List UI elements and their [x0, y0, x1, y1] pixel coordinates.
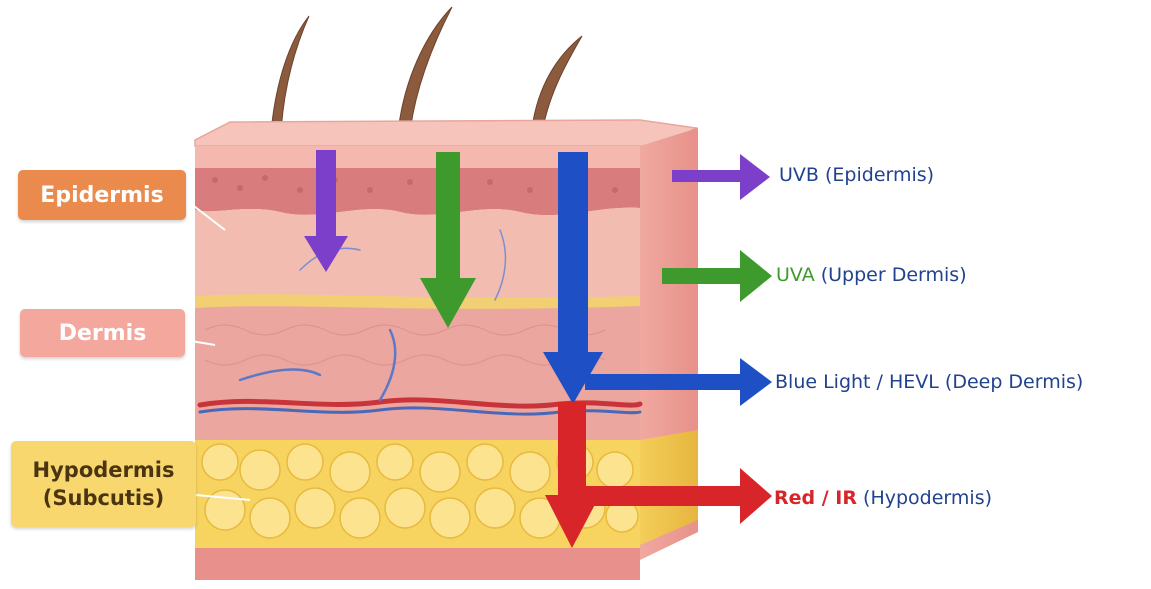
uvb-label: UVB (Epidermis) [779, 164, 934, 186]
uva-keyword: UVA [776, 264, 815, 286]
blue-light-detail: (Deep Dermis) [945, 371, 1083, 393]
hypodermis-label-line2: (Subcutis) [43, 484, 164, 512]
red-ir-keyword: Red / IR [774, 487, 857, 509]
blue-light-label: Blue Light / HEVL (Deep Dermis) [775, 371, 1083, 393]
hypodermis-label-line1: Hypodermis [33, 456, 175, 484]
hypodermis-label: Hypodermis (Subcutis) [11, 441, 196, 527]
fascia-band [195, 548, 640, 580]
red-ir-label: Red / IR (Hypodermis) [774, 487, 992, 509]
dermis-label: Dermis [20, 309, 185, 357]
uva-detail: (Upper Dermis) [821, 264, 967, 286]
hair-strands [271, 7, 582, 132]
uva-label: UVA (Upper Dermis) [776, 264, 967, 286]
red-ir-detail: (Hypodermis) [863, 487, 992, 509]
uvb-detail: (Epidermis) [825, 164, 934, 186]
blue-light-keyword: Blue Light / HEVL [775, 371, 939, 393]
skin-surface [195, 120, 696, 146]
epidermis-label: Epidermis [18, 170, 186, 220]
uvb-keyword: UVB [779, 164, 819, 186]
